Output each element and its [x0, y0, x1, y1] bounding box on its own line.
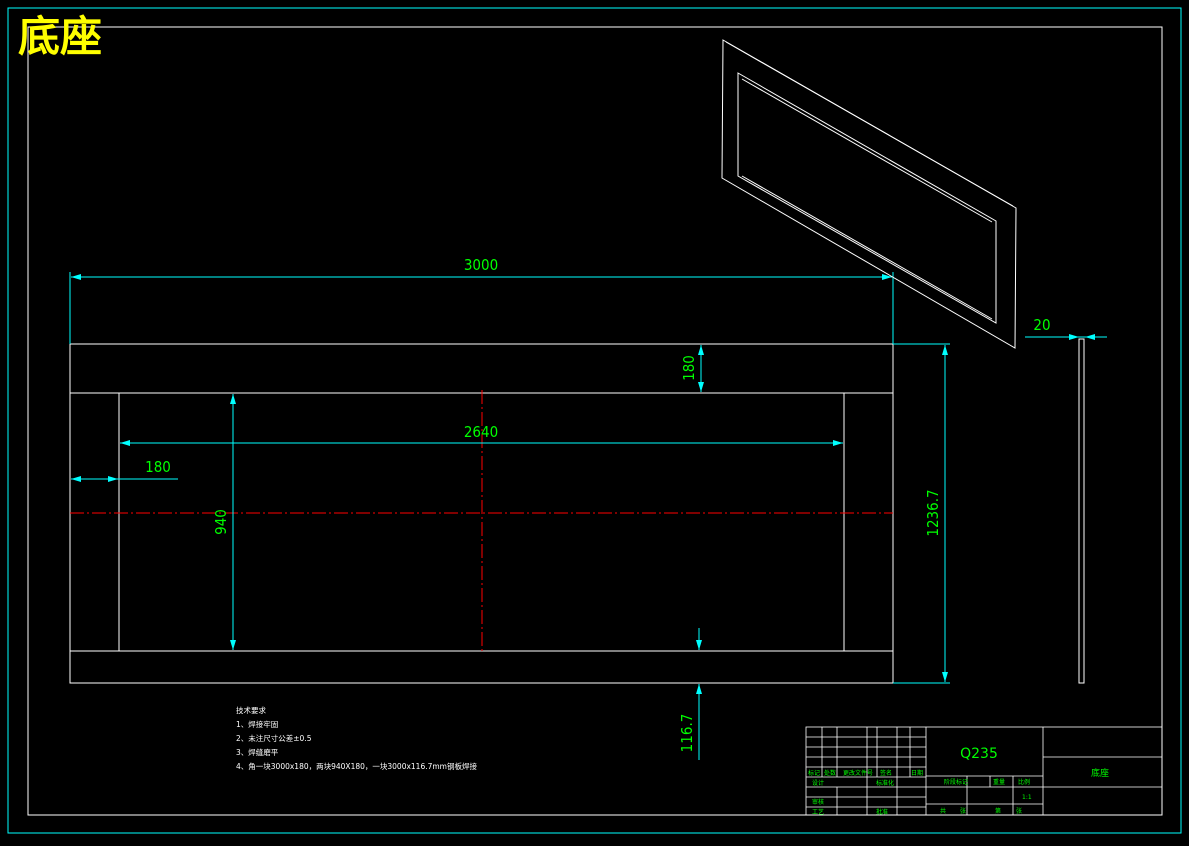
drawing-title: 底座	[18, 12, 103, 61]
technical-notes: 技术要求 1、焊接牢固 2、未注尺寸公差±0.5 3、焊缝磨平 4、角一块300…	[236, 704, 477, 774]
title-block	[805, 726, 1163, 816]
tb-weight: 重量	[993, 778, 1005, 786]
tb-stage-mark: 阶段标记	[944, 778, 968, 786]
notes-heading: 技术要求	[236, 706, 266, 715]
tb-part-name: 底座	[1091, 767, 1109, 779]
dim-116-text: 116.7	[678, 714, 696, 753]
tb-sheet: 张	[960, 807, 966, 815]
tb-sheet-no: 第	[995, 807, 1001, 815]
tb-sheet-total: 共	[940, 807, 946, 815]
tb-sheet-2: 张	[1016, 807, 1022, 815]
dim-940-text: 940	[212, 509, 230, 535]
note-item-1: 1、焊接牢固	[236, 720, 279, 729]
tb-material: Q235	[960, 746, 998, 762]
tb-approve: 批准	[876, 808, 888, 816]
centerlines	[70, 390, 893, 652]
dimension-lines	[69, 272, 1107, 760]
tb-designer: 设计	[812, 779, 824, 787]
isometric-view	[721, 39, 1017, 349]
inner-frame	[27, 26, 1163, 816]
dim-180-side-text: 180	[145, 458, 171, 476]
tb-process: 工艺	[812, 808, 824, 816]
tb-scale-label: 比例	[1018, 778, 1030, 786]
tb-standardize: 标准化	[876, 779, 894, 787]
tb-review: 审核	[812, 798, 824, 806]
dim-1236-text: 1236.7	[924, 489, 942, 536]
tb-date: 日期	[911, 769, 923, 777]
tb-count: 处数	[824, 769, 836, 777]
tb-change-doc: 更改文件号	[843, 769, 873, 777]
dim-20-text: 20	[1033, 316, 1050, 334]
title-block-texts: 标记 处数 更改文件号 签名 日期 设计 标准化 审核 工艺 批准 阶段标记 重…	[808, 769, 1032, 816]
iso-inner-frame	[737, 72, 997, 324]
iso-outer-back	[725, 41, 1014, 207]
note-item-3: 3、焊缝磨平	[236, 748, 279, 757]
dim-180-top-text: 180	[680, 355, 698, 381]
iso-inner-frame-2	[741, 78, 993, 320]
tb-mark: 标记	[808, 769, 820, 777]
dim-3000-text: 3000	[464, 256, 498, 274]
side-view	[1078, 338, 1085, 684]
note-item-2: 2、未注尺寸公差±0.5	[236, 734, 312, 743]
iso-outer-front	[721, 39, 1017, 349]
note-item-4: 4、角一块3000x180，两块940X180，一块3000x116.7mm钢板…	[236, 762, 477, 771]
dimension-texts: 3000 2640 180 180 940 1236.7 116.7 20	[145, 256, 1050, 752]
tb-sign: 签名	[880, 769, 892, 777]
dim-2640-text: 2640	[464, 423, 498, 441]
tb-scale: 1:1	[1022, 794, 1032, 801]
outer-frame	[7, 7, 1182, 834]
